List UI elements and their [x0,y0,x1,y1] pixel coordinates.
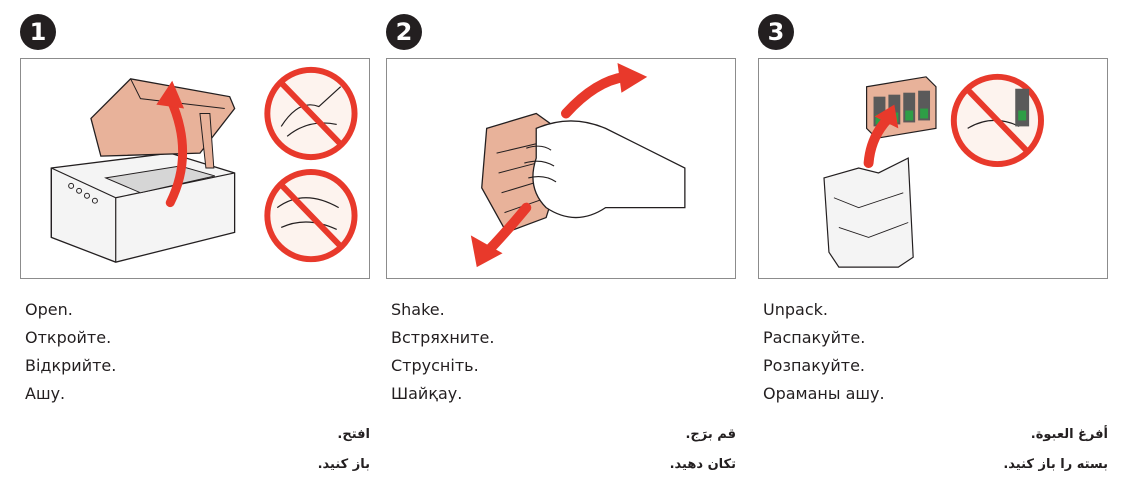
step-3: 3 [758,0,1118,480]
prohibited-icon [267,70,354,157]
instruction-arabic: افتح. [318,420,370,450]
instruction-kazakh: Ашу. [25,380,116,408]
step-illustration-shake-cartridge [386,58,736,279]
step-illustration-unpack-cartridge [758,58,1108,279]
instruction-english: Shake. [391,296,494,324]
instruction-persian: تكان دهيد. [670,450,736,480]
instruction-arabic: قم برَج. [670,420,736,450]
shake-cartridge-illustration [387,59,735,278]
instruction-rtl-lines: افتح. باز كنيد. [318,420,370,480]
prohibited-icon [954,77,1041,164]
instruction-lines: Unpack. Распакуйте. Розпакуйте. Ораманы … [763,296,885,408]
step-number-badge: 1 [20,14,56,50]
instruction-rtl-lines: أفرغ العبوة. بسته را باز كنيد. [1003,420,1108,480]
instruction-persian: بسته را باز كنيد. [1003,450,1108,480]
step-2: 2 Shake. Встряхните. Струсніть. Шайқау. … [386,0,746,480]
instruction-kazakh: Ораманы ашу. [763,380,885,408]
step-1: 1 [20,0,380,480]
instruction-lines: Shake. Встряхните. Струсніть. Шайқау. [391,296,494,408]
instruction-russian: Откройте. [25,324,116,352]
instruction-persian: باز كنيد. [318,450,370,480]
instruction-ukrainian: Розпакуйте. [763,352,885,380]
instruction-lines: Open. Откройте. Відкрийте. Ашу. [25,296,116,408]
instruction-russian: Встряхните. [391,324,494,352]
prohibited-icon [267,172,354,259]
step-number-badge: 3 [758,14,794,50]
instruction-arabic: أفرغ العبوة. [1003,420,1108,450]
instruction-english: Open. [25,296,116,324]
instruction-rtl-lines: قم برَج. تكان دهيد. [670,420,736,480]
instruction-english: Unpack. [763,296,885,324]
instruction-ukrainian: Струсніть. [391,352,494,380]
instruction-ukrainian: Відкрийте. [25,352,116,380]
step-illustration-open-printer [20,58,370,279]
unpack-cartridge-illustration [759,59,1107,278]
instruction-russian: Распакуйте. [763,324,885,352]
printer-open-illustration [21,59,369,278]
instruction-kazakh: Шайқау. [391,380,494,408]
step-number-badge: 2 [386,14,422,50]
